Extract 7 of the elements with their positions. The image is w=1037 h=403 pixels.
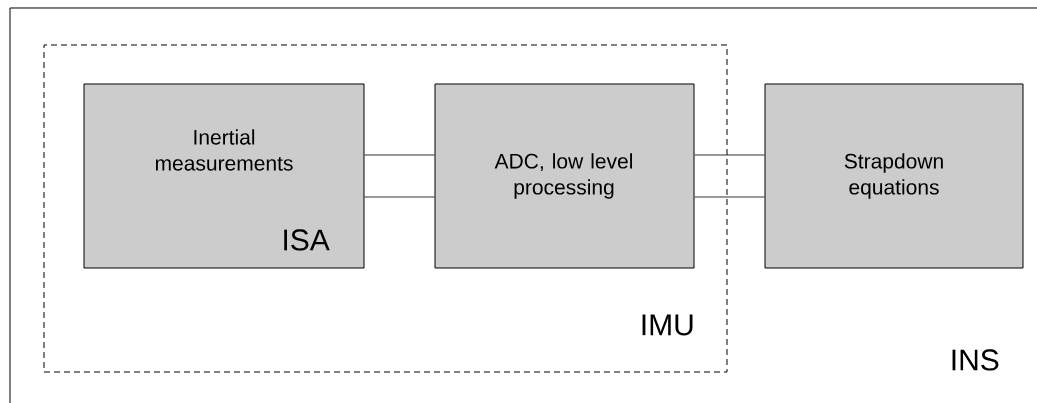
connector-line — [364, 196, 435, 198]
process-box: Strapdown equations — [764, 83, 1024, 269]
process-box: Inertial measurements ISA — [83, 83, 365, 269]
connector-line — [694, 154, 765, 156]
connector-line — [694, 196, 765, 198]
connector-line — [364, 154, 435, 156]
process-box: ADC, low level processing — [434, 83, 695, 269]
